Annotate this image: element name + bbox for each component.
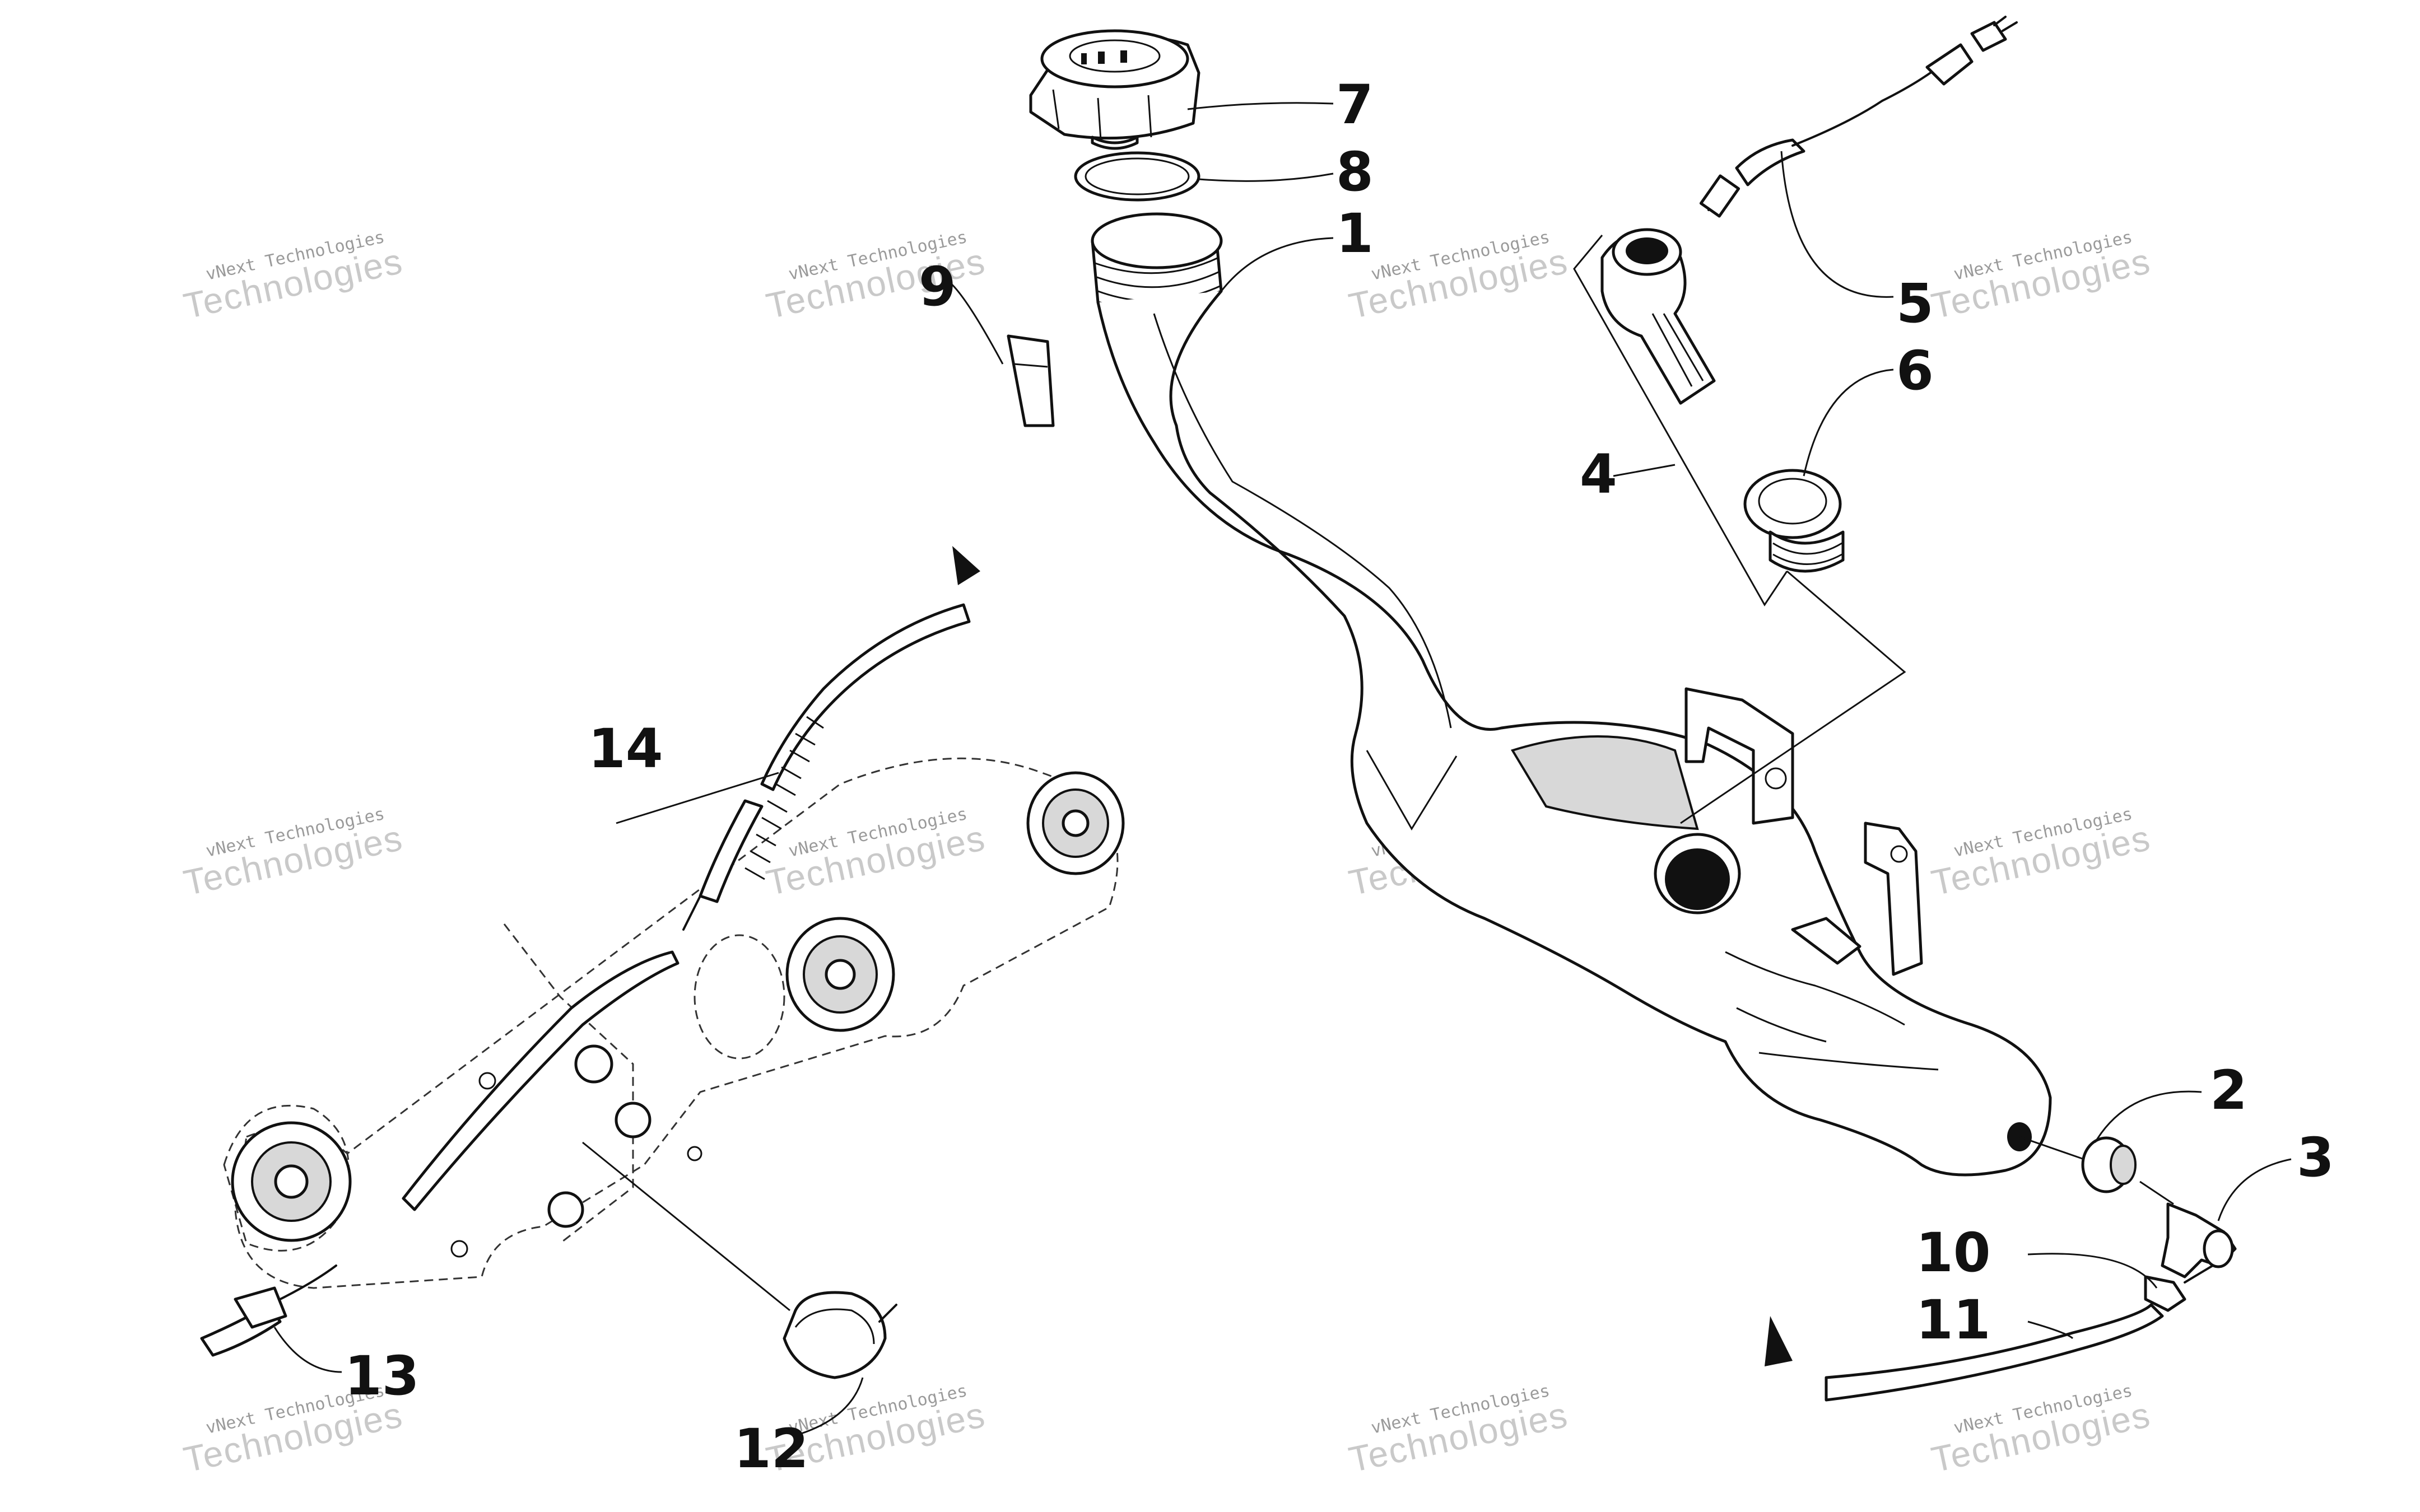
callout-labels: 1 2 3 4 5 6 7 8 9 10 11 12 13 14 [345,73,2334,1480]
callout-14: 14 [588,717,663,780]
watermark-tile: vNext Technologies Technologies [180,804,407,903]
chassis-reference [223,757,1125,1289]
fuel-sender-assembly [1573,16,2018,824]
callout-12: 12 [734,1417,809,1480]
watermark-tile: vNext Technologies Technologies [180,227,407,326]
callout-5: 5 [1896,272,1934,335]
callout-7: 7 [1336,73,1374,136]
label-decal [1007,334,1055,427]
watermark-tile: vNext Technologies Technologies [763,804,989,903]
callout-13: 13 [345,1345,420,1407]
callout-10: 10 [1916,1221,1991,1284]
sprocket [785,917,895,1032]
watermark-tile: vNext Technologies Technologies [1928,227,2154,326]
watermark-tile: vNext Technologies Technologies [1346,1381,1572,1480]
callout-6: 6 [1896,339,1934,402]
callout-9: 9 [919,255,956,318]
callout-11: 11 [1916,1289,1991,1351]
sprocket [1026,771,1125,875]
watermark-tile: vNext Technologies Technologies [1346,227,1572,326]
callout-4: 4 [1580,443,1617,506]
watermark-tile: vNext Technologies Technologies [1928,1381,2154,1480]
outlet-fittings [1765,1136,2237,1402]
watermark-tile: vNext Technologies Technologies [1928,804,2154,903]
callout-8: 8 [1336,141,1374,203]
callout-1: 1 [1336,202,1374,265]
leader-lines [273,102,2292,1435]
sprocket [231,1121,352,1242]
hose-clip [200,1264,337,1357]
vent-hose [682,546,980,931]
fuel-tank [1091,212,2052,1177]
fuel-cap [1029,29,1200,150]
callout-2: 2 [2210,1059,2247,1122]
hose-clamp [783,1291,897,1379]
callout-3: 3 [2297,1126,2334,1189]
o-ring [1074,151,1200,202]
